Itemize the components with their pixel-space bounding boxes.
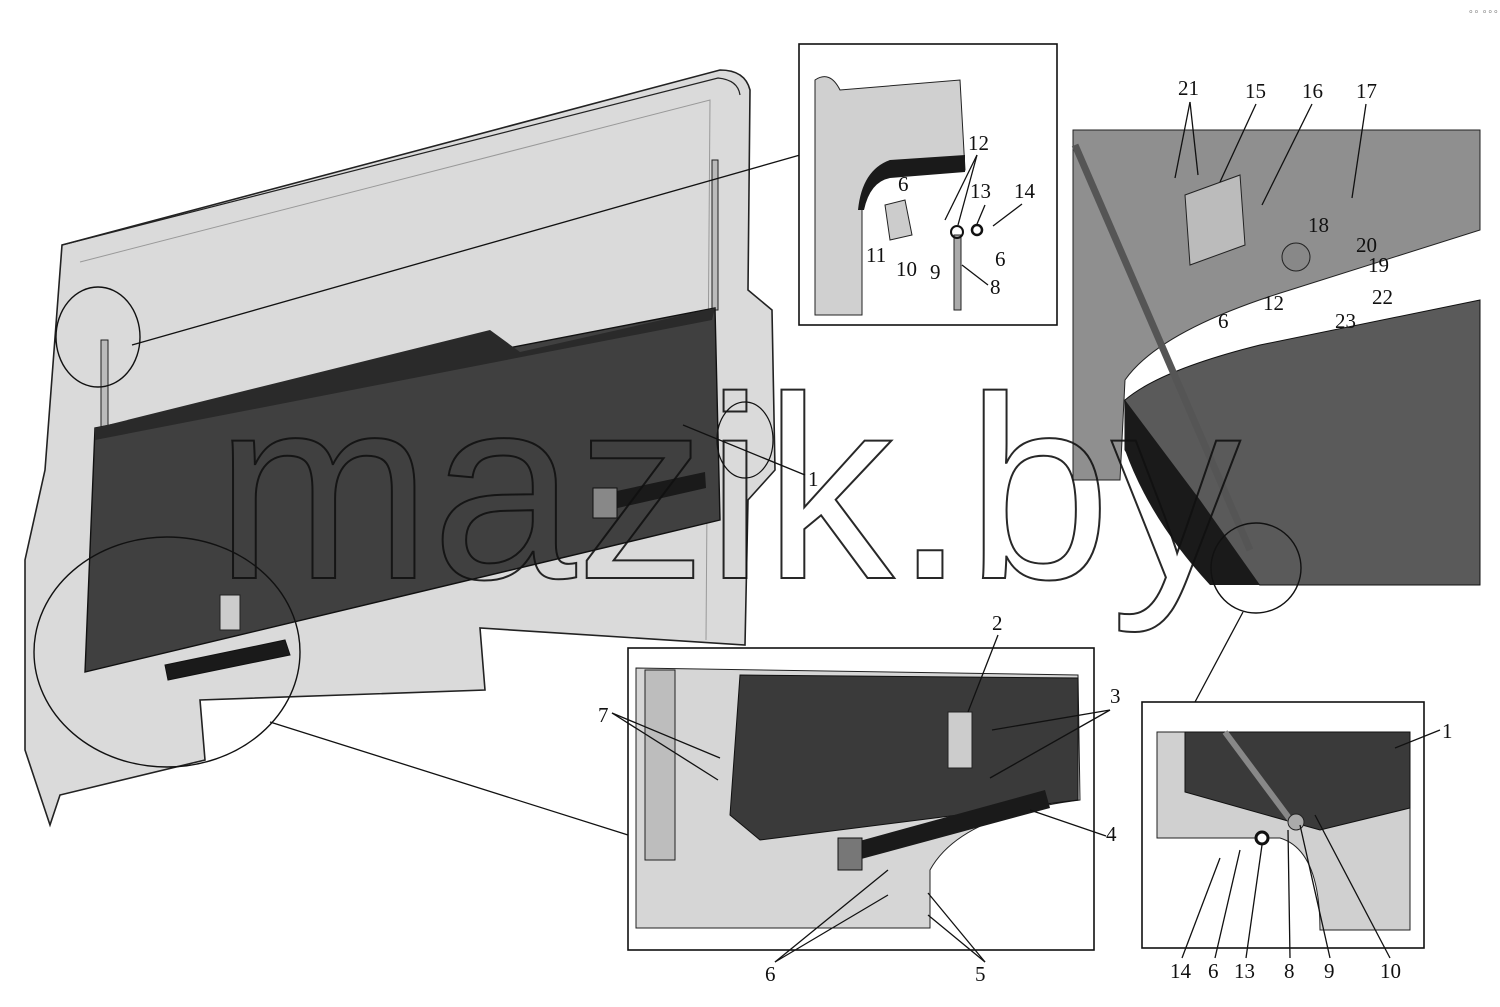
callout-label: 6 (1208, 959, 1219, 983)
lower-strap (164, 639, 291, 681)
callout-label: 1 (808, 467, 819, 491)
door-frame-post (644, 669, 676, 861)
hinge-plate (1184, 174, 1246, 266)
strap-buckle (592, 487, 618, 519)
cab-wall-section (1072, 129, 1481, 481)
callout-label: 19 (1368, 253, 1389, 277)
callout-label: 5 (975, 962, 986, 986)
callout-label: 10 (1380, 959, 1401, 983)
floor-strap (845, 790, 1050, 862)
callout-label: 13 (970, 179, 991, 203)
callout-label: 3 (1110, 684, 1121, 708)
callout-label: 10 (896, 257, 917, 281)
callout-label: 13 (1234, 959, 1255, 983)
callout-label: 9 (930, 260, 941, 284)
bracket-plate (219, 594, 241, 631)
strut-rod (1071, 143, 1254, 552)
callout-label: 1 (1442, 719, 1453, 743)
callout-label: 17 (1356, 79, 1377, 103)
right-panel-view: 21 15 16 17 18 20 19 22 23 12 6 (1071, 76, 1481, 703)
mount-bracket (884, 199, 913, 241)
rod-eye (1287, 813, 1305, 831)
strap-end (837, 837, 863, 871)
callout-label: 12 (968, 131, 989, 155)
callout-label: 12 (1263, 291, 1284, 315)
callout-label: 6 (995, 247, 1006, 271)
pillar-shadow (858, 155, 965, 210)
callout-label: 6 (1218, 309, 1229, 333)
callout-label: 4 (1106, 822, 1117, 846)
detail-circle (1210, 522, 1302, 614)
strut-rod (953, 234, 962, 311)
callout-label: 21 (1178, 76, 1199, 100)
top-inset: 12 6 11 10 9 13 14 6 8 (798, 43, 1058, 326)
bunk-section (729, 674, 1079, 841)
callout-label: 9 (1324, 959, 1335, 983)
detail-circle-bottom (33, 536, 301, 768)
strut-rod (1222, 730, 1295, 824)
callout-label: 11 (866, 243, 886, 267)
detail-circle-top (55, 286, 141, 388)
callout-label: 6 (898, 172, 909, 196)
callout-label: 6 (765, 962, 776, 986)
callout-label: 20 (1356, 233, 1377, 257)
callout-label: 7 (598, 703, 609, 727)
callout-label: 23 (1335, 309, 1356, 333)
callout-label: 8 (1284, 959, 1295, 983)
callout-label: 16 (1302, 79, 1323, 103)
callout-label: 14 (1170, 959, 1192, 983)
flange-bushing (1281, 242, 1311, 272)
gas-strut-rod (711, 159, 719, 311)
washer (950, 225, 964, 239)
callout-label: 2 (992, 611, 1003, 635)
main-view: 1 (24, 69, 819, 836)
watermark-text: mazik.by (215, 344, 1241, 635)
bottom-right-inset: 1 14 6 13 8 9 10 (1141, 701, 1453, 983)
sleeper-bunk-top (95, 308, 715, 440)
bottom-center-inset: 2 3 7 4 6 5 (598, 611, 1121, 986)
detail-circle-bunk (716, 401, 774, 479)
bracket-plate (947, 711, 973, 769)
bunk-edge (1125, 400, 1260, 585)
callout-label: 14 (1014, 179, 1036, 203)
washer (1254, 830, 1270, 846)
callout-label: 15 (1245, 79, 1266, 103)
corner-mark: ∘∘ ∘∘∘ (1468, 6, 1499, 16)
callout-label: 22 (1372, 285, 1393, 309)
washer (970, 223, 984, 237)
callout-label: 18 (1308, 213, 1329, 237)
wall-top-edge (61, 77, 741, 246)
bunk-strap (598, 472, 706, 512)
callout-label: 8 (990, 275, 1001, 299)
